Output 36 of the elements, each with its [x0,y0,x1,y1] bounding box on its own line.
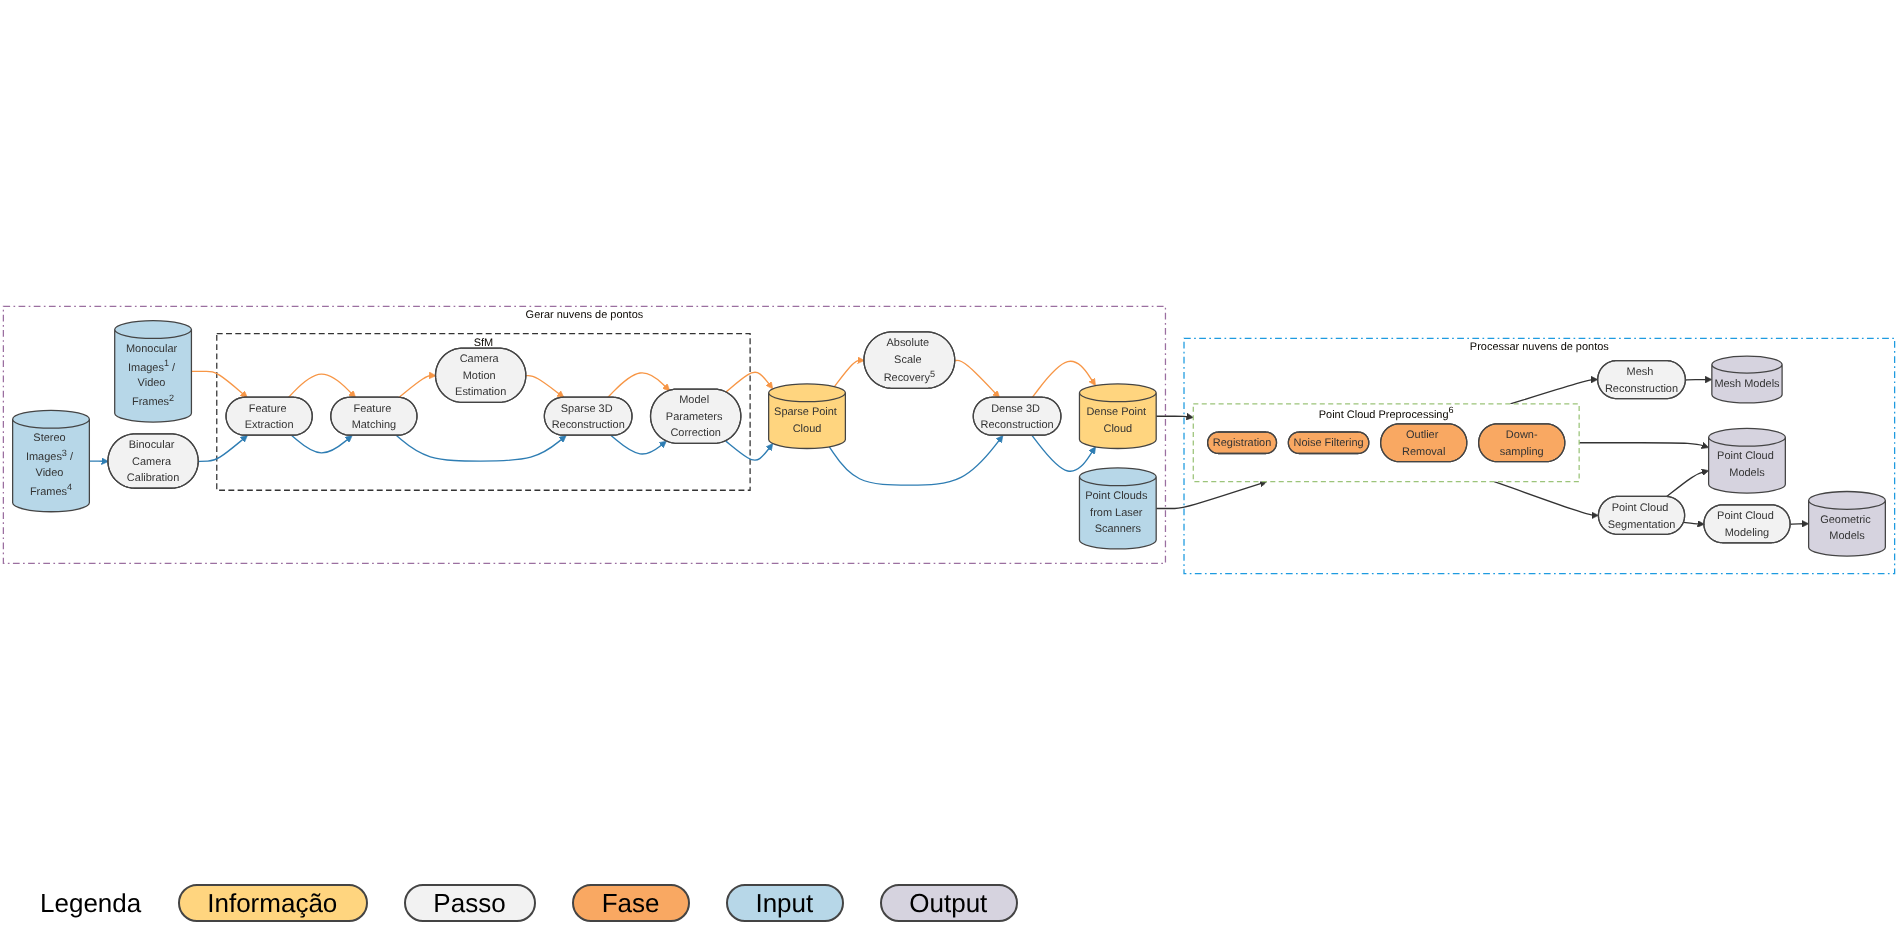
arrow [725,371,774,393]
arrow [606,372,671,399]
legend-swatch: Input [725,884,844,922]
legend-swatch: Output [879,884,1018,922]
arrow [291,434,353,454]
arrow [1031,434,1096,472]
arrow [1789,520,1809,528]
arrow [1155,412,1194,421]
arrow [88,457,109,465]
arrow [1155,480,1268,510]
legend-swatch: Fase [571,884,690,922]
arrow [397,371,437,399]
cluster [1183,337,1896,575]
arrow [833,356,865,388]
arrow [1683,520,1705,528]
arrow [1031,360,1096,399]
legend-title: Legenda [40,888,142,918]
arrow [954,359,1000,398]
arrow [1493,480,1599,520]
arrow [525,374,565,398]
arrow [1665,468,1709,498]
arrow [1685,375,1713,384]
arrow [395,434,567,462]
arrow [1578,441,1709,449]
arrow [725,440,774,461]
cluster [2,305,1167,564]
arrow [197,435,248,463]
arrow [190,370,248,398]
cluster [216,333,751,491]
arrow [1509,375,1599,405]
arrow [287,373,356,399]
arrow [610,434,667,455]
arrow [828,435,1004,486]
cluster [1192,403,1580,483]
legend-swatch: Informação [177,884,368,922]
legend-swatch: Passo [403,884,536,922]
